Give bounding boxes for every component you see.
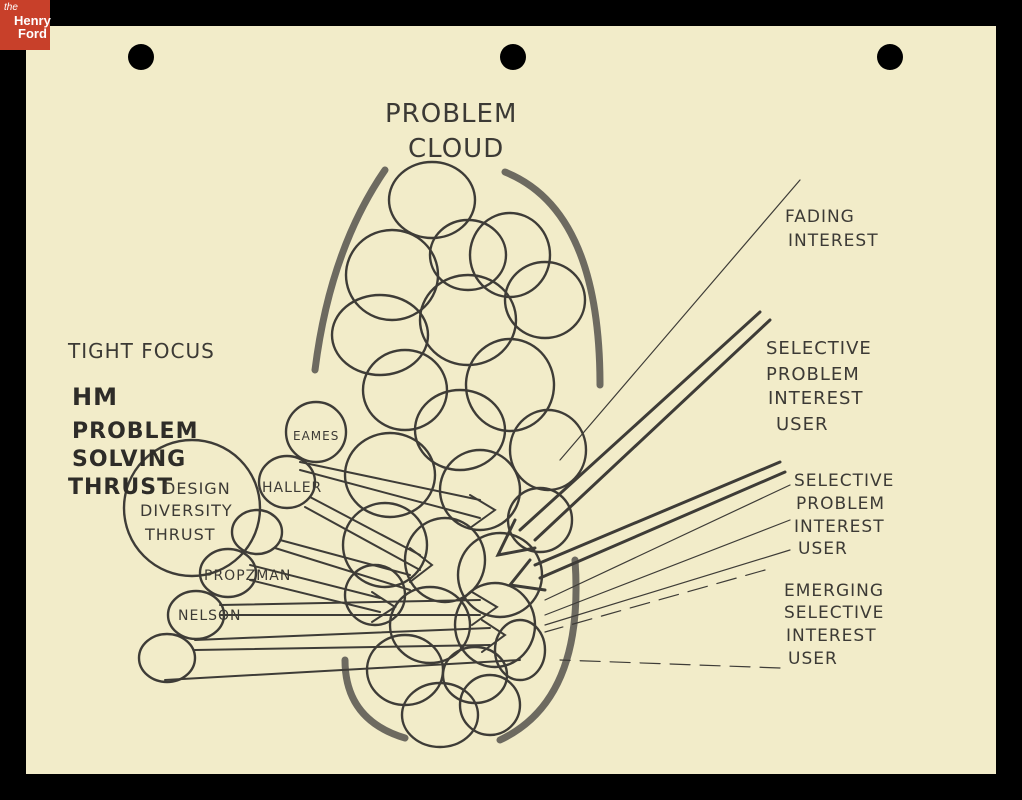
emerging-line2: SELECTIVE xyxy=(784,603,884,623)
emerging-line1: EMERGING xyxy=(784,581,884,601)
eames-label: EAMES xyxy=(293,429,339,443)
thrust-label: THRUST xyxy=(144,525,216,544)
diversity-label: DIVERSITY xyxy=(140,501,233,520)
hm-thrust-label: THRUST xyxy=(68,475,173,500)
emerging-line4: USER xyxy=(788,649,838,669)
punch-hole xyxy=(128,44,154,70)
selective-arrows xyxy=(495,310,787,592)
left-bracket xyxy=(311,166,389,374)
bottom-right-bracket xyxy=(496,556,580,744)
punch-hole xyxy=(500,44,526,70)
nelson-label: NELSON xyxy=(178,608,242,624)
title-line-2: CLOUD xyxy=(408,134,504,164)
thin-lines xyxy=(544,179,801,669)
thrust-arrows xyxy=(164,461,521,681)
selective2-line2: PROBLEM xyxy=(796,494,885,514)
selective1-line2: PROBLEM xyxy=(766,364,860,385)
selective2-line3: INTEREST xyxy=(794,517,885,537)
thrust-bubble xyxy=(230,508,284,556)
design-label: DESIGN xyxy=(163,479,231,498)
design-diversity-bubble xyxy=(122,438,262,578)
propst-bubble xyxy=(198,547,258,599)
sketch-paper xyxy=(26,26,996,774)
fading-label: FADING xyxy=(785,207,855,227)
right-bracket xyxy=(501,168,604,389)
selective1-line3: INTEREST xyxy=(768,388,863,409)
punch-hole xyxy=(877,44,903,70)
hm-problem-label: PROBLEM xyxy=(72,419,198,444)
bottom-left-bracket xyxy=(341,656,409,742)
hm-solving-label: SOLVING xyxy=(72,447,186,472)
selective1-line4: USER xyxy=(776,414,828,435)
haller-label: HALLER xyxy=(262,480,322,496)
hm-label: HM xyxy=(72,383,118,411)
tight-focus-label: TIGHT FOCUS xyxy=(67,339,215,363)
haller-bubble xyxy=(257,454,317,510)
title-line-1: PROBLEM xyxy=(385,99,517,129)
fading-interest-label: INTEREST xyxy=(788,231,879,251)
problem-cloud xyxy=(330,160,588,749)
selective2-line1: SELECTIVE xyxy=(794,471,894,491)
selective2-line4: USER xyxy=(798,539,848,559)
emerging-line3: INTEREST xyxy=(786,626,877,646)
eames-bubble xyxy=(284,400,348,464)
propst-label: PROPZMAN xyxy=(204,568,291,584)
selective1-line1: SELECTIVE xyxy=(766,338,872,359)
henry-ford-logo: the Henry Ford xyxy=(0,0,51,50)
unnamed-bubble xyxy=(137,632,197,684)
